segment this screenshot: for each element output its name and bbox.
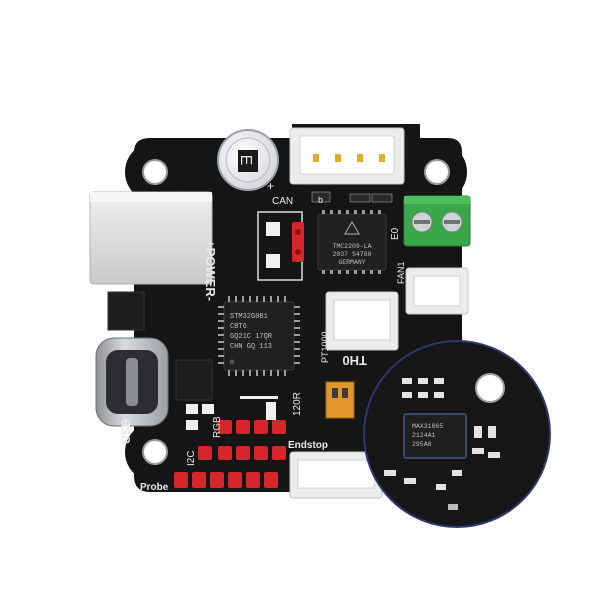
magnified-inset: MAX31865 2124A1 295A8 <box>364 341 550 527</box>
silk-probe: Probe <box>140 482 169 493</box>
mcu-chip-line3: GQ21C 17QR <box>230 333 273 341</box>
inset-chip-line3: 295A8 <box>412 441 432 448</box>
silk-th0: TH0 <box>342 353 367 368</box>
dip-switch <box>325 381 355 419</box>
silk-b: b <box>318 195 323 205</box>
silk-endstop: Endstop <box>288 440 328 451</box>
silk-e0: E0 <box>390 227 401 240</box>
silk-i2c: I2C <box>186 450 197 466</box>
silk-120r: 120R <box>292 392 303 416</box>
silk-usb: USB <box>119 418 133 444</box>
mount-hole-tl <box>142 159 168 185</box>
mount-hole-tr <box>424 159 450 185</box>
silk-fan1: FAN1 <box>396 261 406 284</box>
silk-pt1000: PT1000 <box>320 331 330 363</box>
mcu-chip-line4: CHN GQ 113 <box>230 343 272 351</box>
pin-header-array <box>174 420 286 488</box>
magnifier-ring <box>363 340 551 528</box>
inset-mount-hole <box>475 373 505 403</box>
mcu-chip-line2: CBT6 <box>230 323 247 331</box>
inset-chip-line2: 2124A1 <box>412 432 436 439</box>
mount-hole-bl <box>142 439 168 465</box>
silk-power: +POWER- <box>203 240 218 301</box>
capacitor-mark: E <box>237 155 254 166</box>
inset-chip <box>403 413 467 459</box>
silk-plus: + <box>267 179 274 193</box>
driver-chip <box>317 213 387 271</box>
jumper-header <box>292 222 304 262</box>
power-connector-block <box>89 191 213 285</box>
driver-chip-line1: TMC2209-LA <box>332 243 371 250</box>
silk-rgb: RGB <box>212 416 223 438</box>
driver-chip-line3: GERMANY <box>338 259 365 266</box>
driver-chip-line2: 2037 S4780 <box>332 251 371 258</box>
inset-chip-line1: MAX31865 <box>412 423 443 430</box>
silk-can: CAN <box>272 196 293 207</box>
mcu-chip-line1: STM32G0B1 <box>230 313 268 321</box>
